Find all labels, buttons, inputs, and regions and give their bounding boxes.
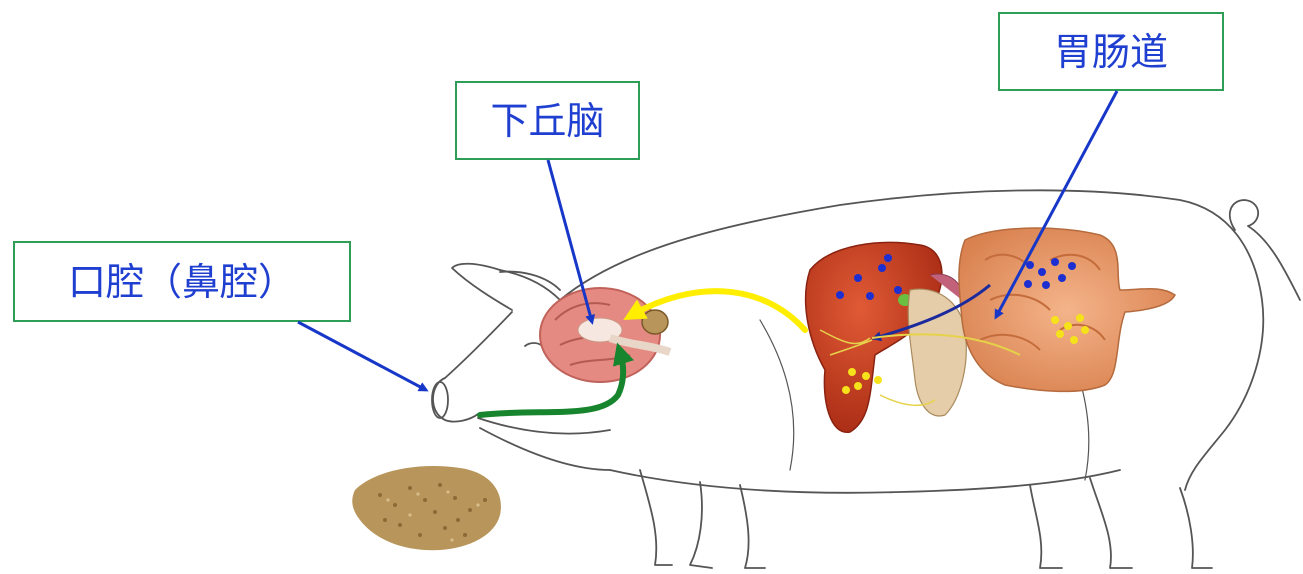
pancreas-illustration bbox=[908, 274, 966, 416]
intestine-illustration bbox=[959, 228, 1175, 391]
feed-pile-illustration bbox=[352, 466, 501, 550]
brain-illustration bbox=[540, 288, 670, 382]
pointer-oral bbox=[298, 322, 426, 390]
